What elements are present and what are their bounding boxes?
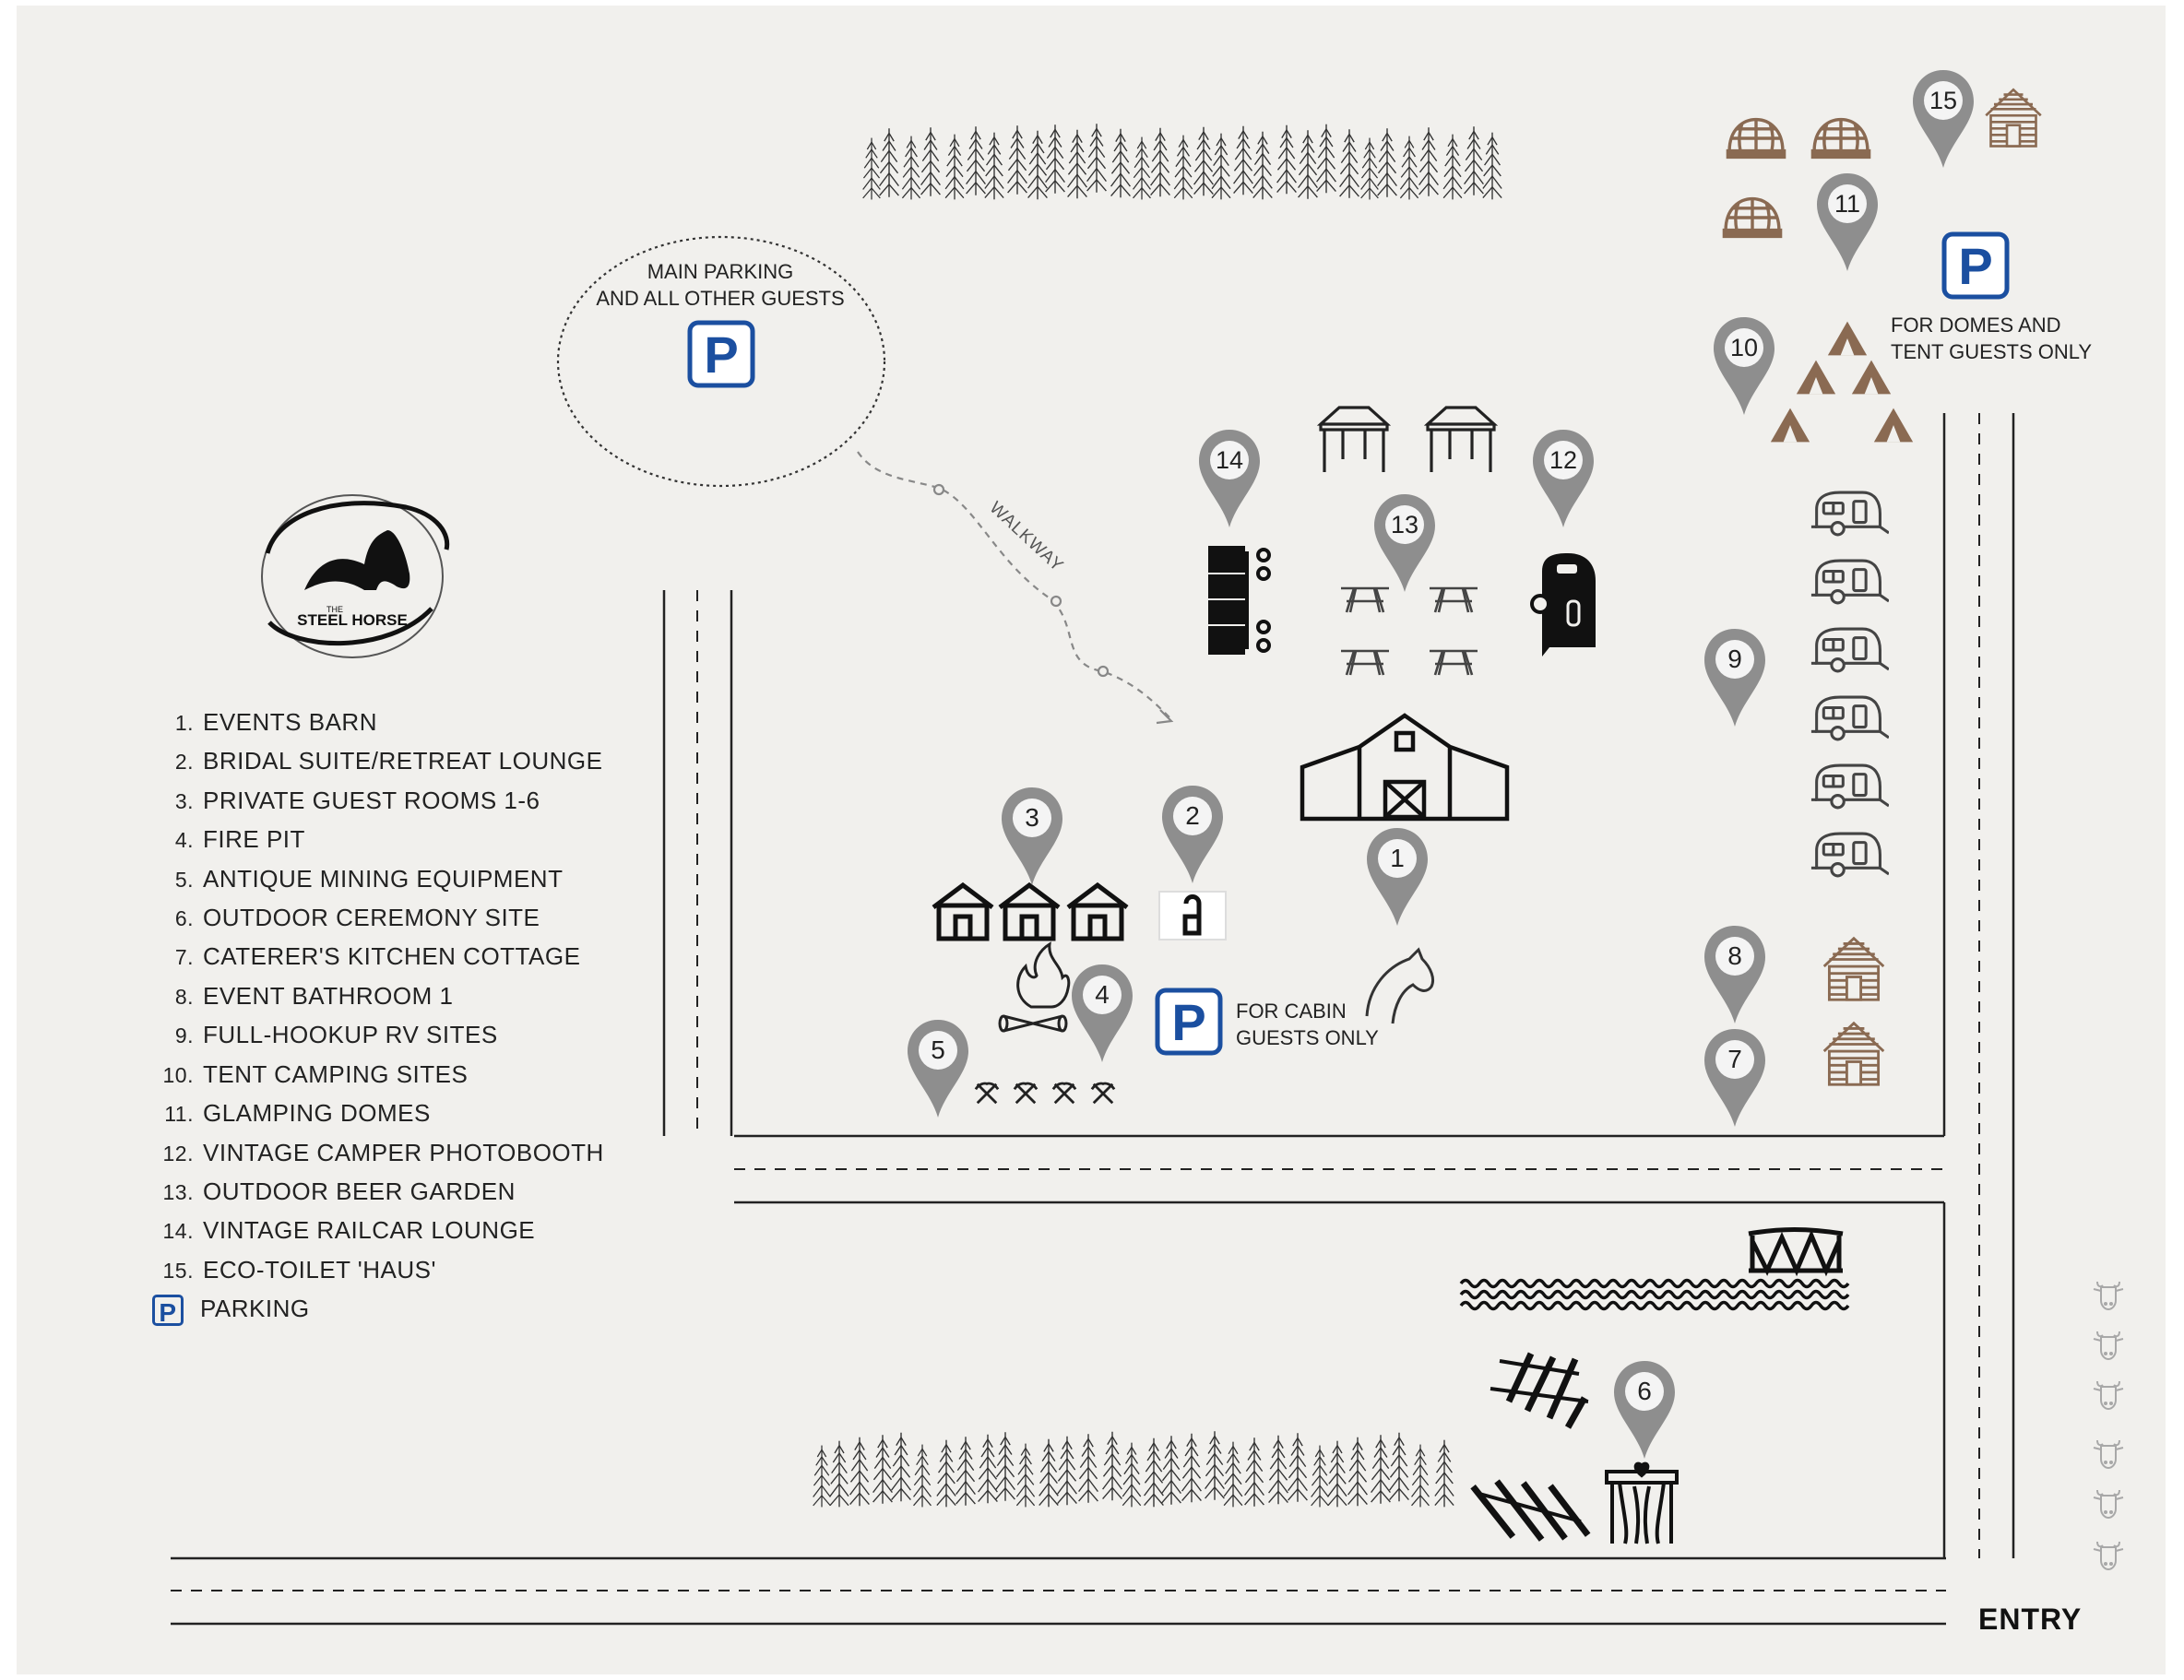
door-hanger-icon [1158,891,1227,941]
cabin-parking-label-line1: FOR CABIN [1236,1000,1347,1023]
legend-item: 15.ECO-TOILET 'HAUS' [162,1256,436,1284]
map-pin-4[interactable]: 4 [1072,964,1133,1062]
cabin-parking-sign-icon [1157,990,1220,1053]
map-pin-number: 9 [1727,645,1742,673]
domes-parking-sign-icon [1944,234,2007,297]
map-pin-10[interactable]: 10 [1714,317,1774,415]
map-pin-15[interactable]: 15 [1913,70,1974,168]
entry-label: ENTRY [1978,1603,2083,1636]
map-pin-13[interactable]: 13 [1374,494,1435,592]
map-pin-11[interactable]: 11 [1817,173,1878,271]
map-pin-number: 15 [1929,87,1957,114]
legend-item: 9.FULL-HOOKUP RV SITES [174,1021,498,1048]
map-pin-5[interactable]: 5 [908,1020,968,1118]
legend-item: 6.OUTDOOR CEREMONY SITE [174,904,540,931]
walkway-path [857,451,1172,720]
cabin-parking-label-line2: GUESTS ONLY [1236,1026,1379,1049]
map-background [17,6,2166,1674]
barn-icon [1300,713,1510,822]
map-pin-2[interactable]: 2 [1162,786,1223,883]
parking-sign-icon: P [152,1295,184,1327]
main-parking-label-line1: MAIN PARKING [647,260,794,283]
map-pin-number: 13 [1391,511,1418,538]
legend-item: 10.TENT CAMPING SITES [162,1060,469,1088]
legend-item: 11.GLAMPING DOMES [164,1099,431,1127]
map-pin-number: 3 [1025,803,1039,832]
map-pin-14[interactable]: 14 [1199,430,1260,527]
map-pin-number: 4 [1095,980,1110,1009]
guest-rooms-icon [933,885,1127,939]
domes-parking-label-line1: FOR DOMES AND [1891,314,2061,337]
map-pin-1[interactable]: 1 [1367,828,1428,926]
map-pin-number: 14 [1216,446,1243,474]
map-pin-9[interactable]: 9 [1704,629,1765,727]
bridge-icon [1748,1227,1844,1277]
wedding-arch-icon [1605,1461,1679,1544]
legend-item: 4.FIRE PIT [174,825,305,853]
main-parking-area [556,235,886,488]
map-pin-number: 11 [1834,190,1860,218]
map-pin-number: 2 [1185,801,1200,830]
legend-item: 14.VINTAGE RAILCAR LOUNGE [162,1216,536,1244]
steel-horse-logo: THE STEEL HORSE [261,494,450,658]
legend-item: 8.EVENT BATHROOM 1 [174,982,454,1010]
legend-item: 7.CATERER'S KITCHEN COTTAGE [174,942,581,970]
map-pin-8[interactable]: 8 [1704,926,1765,1023]
legend-item: 2.BRIDAL SUITE/RETREAT LOUNGE [174,747,603,775]
map-pin-3[interactable]: 3 [1002,787,1062,885]
map-pin-6[interactable]: 6 [1614,1361,1675,1459]
logo-text-main: STEEL HORSE [297,611,408,629]
water-waves-icon [1459,1278,1850,1311]
map-pin-number: 6 [1637,1377,1652,1405]
map-pin-number: 7 [1727,1045,1742,1073]
legend-item: 3.PRIVATE GUEST ROOMS 1-6 [174,787,540,814]
vintage-camper-icon [1530,553,1596,657]
horse-icon [1365,947,1435,1024]
legend-item: 13.OUTDOOR BEER GARDEN [162,1177,516,1205]
map-pin-number: 1 [1390,844,1405,872]
domes-parking-label-line2: TENT GUESTS ONLY [1891,340,2093,363]
map-pin-number: 12 [1549,446,1577,474]
map-pin-number: 10 [1730,334,1758,361]
logo-text-small: THE [326,605,343,614]
campfire-icon [998,941,1071,1033]
map-pin-number: 8 [1727,941,1742,970]
roads [171,413,2015,1626]
map-pin-7[interactable]: 7 [1704,1029,1765,1127]
legend-item: 1.EVENTS BARN [174,708,377,736]
map-pin-12[interactable]: 12 [1533,430,1594,527]
map-pin-number: 5 [931,1035,945,1064]
railcar-icon [1208,546,1271,655]
legend-item: 5.ANTIQUE MINING EQUIPMENT [174,865,564,893]
main-parking-label-line2: AND ALL OTHER GUESTS [596,287,845,310]
ceremony-fence-icon [1470,1352,1591,1542]
main-parking-sign-icon [690,323,753,385]
legend-item: 12.VINTAGE CAMPER PHOTOBOOTH [162,1139,604,1166]
